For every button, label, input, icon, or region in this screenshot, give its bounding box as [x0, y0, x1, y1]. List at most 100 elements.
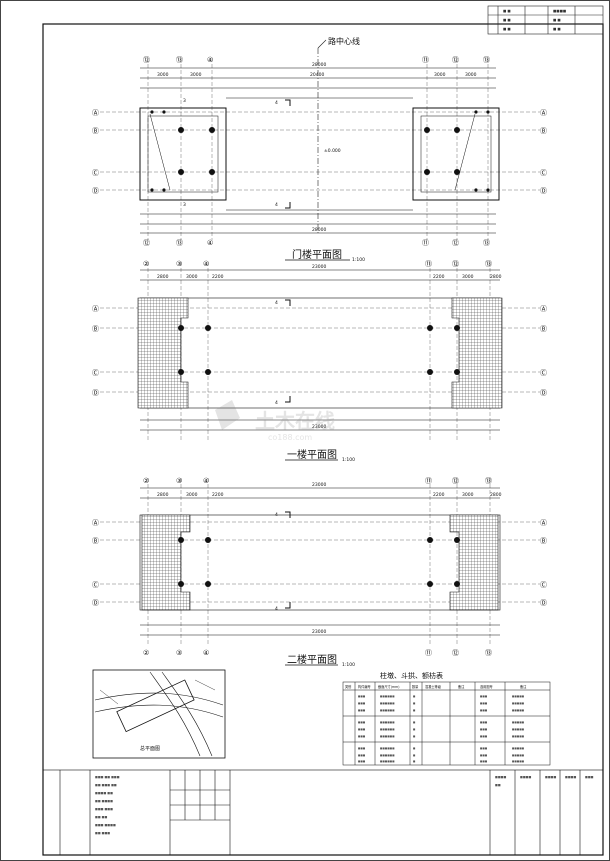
svg-text:2800: 2800 — [157, 492, 169, 498]
svg-text:④: ④ — [203, 649, 209, 657]
svg-text:Ⓐ: Ⓐ — [540, 305, 547, 313]
plan2-columns — [178, 325, 460, 375]
svg-text:■■■: ■■■ — [585, 775, 594, 779]
svg-text:3000: 3000 — [186, 274, 198, 280]
svg-text:■■ ■■■ ■■: ■■ ■■■ ■■ — [95, 783, 117, 787]
svg-text:■: ■ — [413, 702, 416, 705]
centerline-label: 路中心线 — [328, 36, 360, 46]
svg-text:■■ ■■■■: ■■ ■■■■ — [95, 799, 113, 803]
svg-text:Ⓒ: Ⓒ — [540, 369, 547, 377]
svg-text:■■■■■: ■■■■■ — [512, 728, 525, 731]
svg-text:2800: 2800 — [157, 274, 169, 280]
plan3-title: 二楼平面图 — [287, 653, 337, 666]
svg-text:■■■: ■■■ — [480, 760, 488, 763]
svg-text:混凝土等级: 混凝土等级 — [425, 684, 442, 689]
svg-text:类别: 类别 — [345, 684, 351, 689]
plan1-dim-2: 3000 — [190, 72, 202, 78]
svg-text:⑫: ⑫ — [452, 239, 459, 247]
svg-text:Ⓑ: Ⓑ — [92, 325, 99, 333]
svg-text:⑫: ⑫ — [452, 56, 459, 64]
svg-text:数量: 数量 — [412, 684, 419, 689]
svg-text:■■■: ■■■ — [480, 721, 488, 724]
plan3-axis-bubbles: ② ③ ④ ⑪ ⑫ ⑬ ② ③ ④ ⑪ ⑫ ⑬ Ⓐ Ⓑ Ⓒ Ⓓ Ⓐ Ⓑ Ⓒ Ⓓ — [92, 477, 547, 657]
plan1-title: 门楼平面图 — [292, 248, 342, 261]
section-mark-4a: 4 — [275, 100, 278, 106]
svg-text:构件编号: 构件编号 — [358, 684, 371, 689]
svg-text:④: ④ — [203, 260, 209, 268]
svg-text:■: ■ — [413, 747, 416, 750]
svg-text:Ⓓ: Ⓓ — [540, 599, 547, 607]
svg-text:⑬: ⑬ — [176, 56, 183, 64]
svg-text:⑫: ⑫ — [143, 56, 150, 64]
svg-text:⑬: ⑬ — [485, 649, 492, 657]
svg-text:Ⓒ: Ⓒ — [92, 169, 99, 177]
section-mark-4b: 4 — [275, 202, 278, 208]
plan3-left-wall — [141, 514, 191, 611]
svg-text:土木在线: 土木在线 — [255, 409, 335, 433]
svg-text:■■■: ■■■ — [480, 747, 488, 750]
plan3-columns — [178, 537, 460, 587]
svg-text:⑫: ⑫ — [452, 649, 459, 657]
plan1-dim-5: 3000 — [465, 72, 477, 78]
svg-text:■■■: ■■■ — [358, 702, 366, 705]
plan3-scale: 1:100 — [342, 662, 355, 668]
svg-text:Ⓑ: Ⓑ — [92, 127, 99, 135]
svg-text:③: ③ — [176, 477, 182, 485]
svg-text:■■■: ■■■ — [358, 695, 366, 698]
svg-text:■■■■■: ■■■■■ — [512, 754, 525, 757]
svg-text:⑬: ⑬ — [485, 260, 492, 268]
svg-text:2800: 2800 — [490, 274, 502, 280]
svg-text:■■■■■: ■■■■■ — [512, 702, 525, 705]
svg-text:Ⓓ: Ⓓ — [540, 389, 547, 397]
plan2-title: 一楼平面图 — [287, 448, 337, 461]
plan1-axis-bubbles: ⑫ ⑬ ④ ⑪ ⑫ ⑬ ⑫ ⑬ ④ ⑪ ⑫ ⑬ Ⓐ Ⓑ Ⓒ Ⓓ Ⓐ Ⓑ Ⓒ Ⓓ — [92, 56, 547, 247]
svg-text:Ⓒ: Ⓒ — [92, 369, 99, 377]
svg-text:⑬: ⑬ — [483, 56, 490, 64]
svg-text:3000: 3000 — [462, 492, 474, 498]
svg-text:■: ■ — [413, 760, 416, 763]
svg-text:③: ③ — [176, 260, 182, 268]
svg-text:■■: ■■ — [495, 783, 501, 787]
title-block — [42, 769, 604, 856]
plan1-overall-bottom: 28000 — [312, 227, 326, 233]
plan3-right-wall — [449, 514, 499, 611]
table-title: 柱墩、斗拱、额枋表 — [380, 671, 443, 680]
watermark: 土木在线 co188.com — [215, 400, 335, 442]
svg-text:■■■■■■: ■■■■■■ — [380, 760, 395, 763]
svg-text:Ⓑ: Ⓑ — [540, 127, 547, 135]
svg-text:备注: 备注 — [520, 684, 527, 689]
site-plan-title: 总平面图 — [140, 745, 160, 752]
svg-text:⑬: ⑬ — [483, 239, 490, 247]
svg-text:4: 4 — [275, 400, 278, 406]
svg-text:⑪: ⑪ — [422, 239, 429, 247]
svg-text:■■■■■: ■■■■■ — [512, 735, 525, 738]
table-rows: ■■■■■■■■■■■■■■■■■■ ■■■■■■■■■■■■■■■■■■ ■■… — [358, 695, 525, 763]
plan1-level: ±0.000 — [324, 148, 341, 154]
svg-text:■■■: ■■■ — [358, 754, 366, 757]
svg-text:⑫: ⑫ — [452, 260, 459, 268]
table-header: 类别 构件编号 截面尺寸(mm) 数量 混凝土等级 备注 选用图号 备注 — [345, 684, 527, 689]
svg-text:⑪: ⑪ — [425, 260, 432, 268]
svg-text:⑪: ⑪ — [422, 56, 429, 64]
svg-text:②: ② — [143, 477, 149, 485]
svg-text:③: ③ — [176, 649, 182, 657]
svg-text:■■■: ■■■ — [480, 754, 488, 757]
section-mark-3a: 3 — [183, 98, 186, 104]
svg-text:■■■■■■: ■■■■■■ — [380, 735, 395, 738]
svg-text:■■■■■: ■■■■■ — [512, 747, 525, 750]
gate-floor-plan — [100, 58, 540, 240]
svg-text:■■■■■■: ■■■■■■ — [380, 728, 395, 731]
svg-text:■■■■■■: ■■■■■■ — [380, 695, 395, 698]
svg-text:②: ② — [143, 649, 149, 657]
svg-text:⑫: ⑫ — [143, 239, 150, 247]
svg-text:2200: 2200 — [433, 274, 445, 280]
svg-text:选用图号: 选用图号 — [480, 684, 493, 689]
svg-text:■■■: ■■■ — [358, 721, 366, 724]
svg-text:■■■: ■■■ — [480, 728, 488, 731]
svg-text:■ ■: ■ ■ — [503, 9, 511, 13]
svg-text:■■■■■■: ■■■■■■ — [380, 747, 395, 750]
plan1-columns — [150, 110, 490, 192]
svg-text:■■■: ■■■ — [358, 709, 366, 712]
svg-text:■■■■: ■■■■ — [495, 775, 507, 779]
